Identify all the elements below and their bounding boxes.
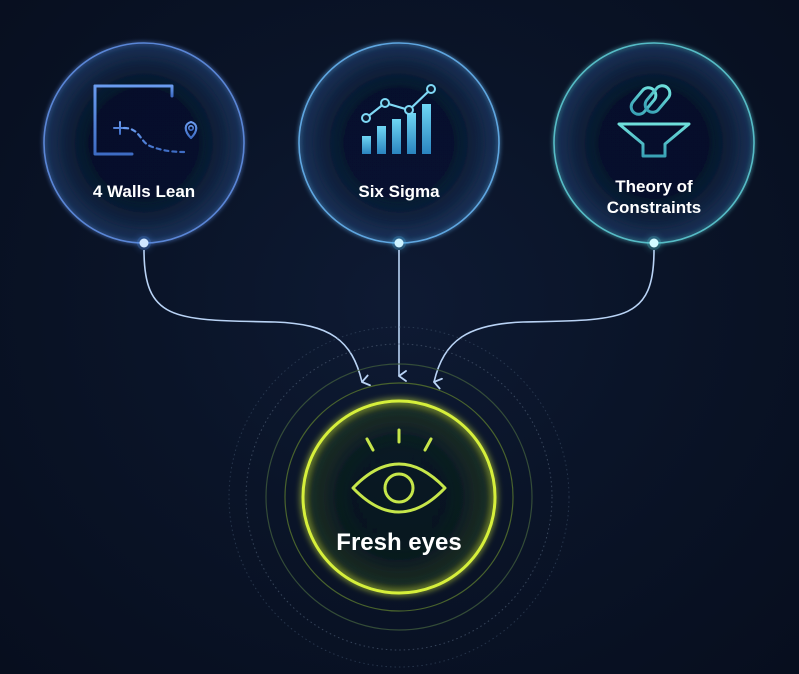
connector-dot-six-sigma [392,236,406,250]
walls-lean-label: 4 Walls Lean [92,182,196,201]
connector-dot-toc [647,236,661,250]
chain-link-funnel-icon [617,84,691,158]
connector-dot-walls-lean [137,236,151,250]
connector-arrow-toc [433,249,655,390]
bar-chart-trend-icon [361,84,436,154]
target-rings [228,326,570,668]
six-sigma-label: Six Sigma [358,182,440,201]
toc-label-line1: Theory of [615,177,693,196]
toc-label: Theory of Constraints [554,176,754,218]
target-fresh-eyes [301,399,497,595]
connector-arrow-walls-lean [143,249,371,387]
floor-plan-route-icon [93,84,198,156]
fresh-eyes-label: Fresh eyes [336,529,462,556]
eye-icon [351,428,447,514]
toc-label-line2: Constraints [606,198,702,217]
